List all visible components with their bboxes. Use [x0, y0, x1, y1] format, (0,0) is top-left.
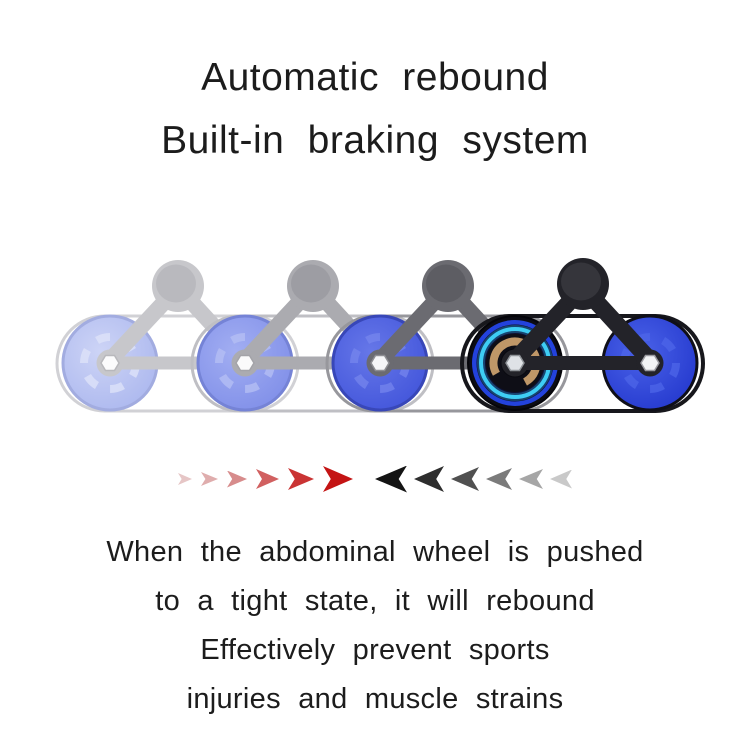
wheel-tread-pattern	[620, 333, 680, 393]
heading-line-2: Built-in braking system	[161, 119, 589, 162]
handle-cap	[426, 264, 466, 303]
handle-cap	[561, 262, 601, 301]
hex-bolt-icon	[640, 354, 660, 372]
arrow-right-icon	[288, 468, 314, 490]
frame	[509, 288, 656, 370]
description-line-4: injuries and muscle strains	[186, 683, 564, 715]
push-arrows	[178, 466, 353, 492]
handle-cap	[156, 264, 196, 303]
arrow-right-icon	[201, 472, 218, 486]
description: When the abdominal wheel is pushed to a …	[0, 528, 750, 724]
arrow-right-icon	[227, 470, 247, 488]
direction-arrows	[0, 461, 750, 497]
roller-base-outline	[460, 314, 705, 413]
rebound-arrows	[375, 465, 572, 493]
arrow-left-icon	[414, 466, 444, 492]
description-line-3: Effectively prevent sports	[200, 634, 550, 666]
heading: Automatic rebound Built-in braking syste…	[0, 46, 750, 172]
hex-bolt-icon	[235, 354, 255, 372]
hex-bolt-icon	[370, 354, 390, 372]
arrow-left-icon	[550, 469, 572, 489]
description-line-1: When the abdominal wheel is pushed	[106, 536, 644, 568]
description-line-2: to a tight state, it will rebound	[155, 585, 595, 617]
handle-cap	[291, 264, 331, 303]
ab-roller-stage-4	[460, 258, 705, 413]
arrow-left-icon	[375, 465, 407, 493]
arrow-left-icon	[519, 469, 543, 489]
hex-bolt-icon	[100, 354, 120, 372]
arrow-left-icon	[451, 467, 479, 491]
arrow-right-icon	[178, 473, 192, 485]
arrow-left-icon	[486, 468, 512, 490]
heading-line-1: Automatic rebound	[201, 56, 549, 99]
arrow-right-icon	[323, 466, 353, 492]
arrow-right-icon	[256, 469, 279, 489]
hex-bolt-icon	[505, 354, 525, 372]
